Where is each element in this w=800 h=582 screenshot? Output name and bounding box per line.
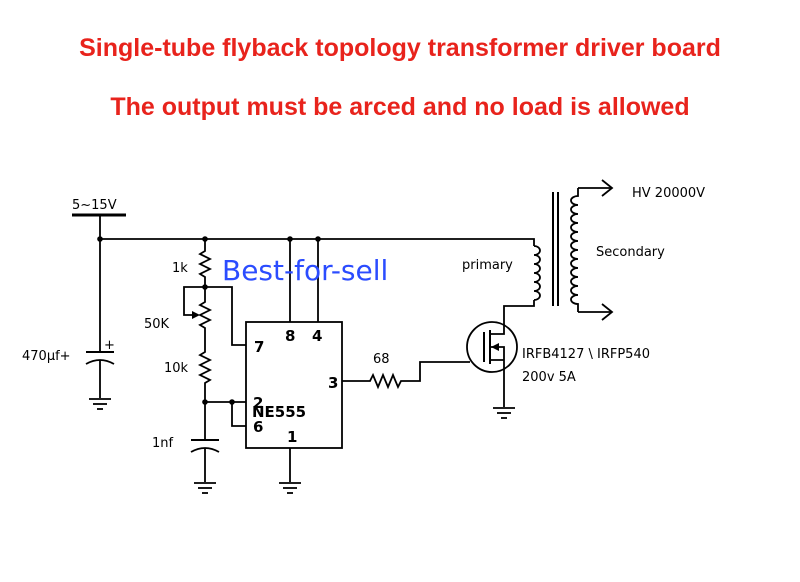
resistor-1k xyxy=(197,239,213,287)
main-cap-plus-label: + xyxy=(104,338,115,353)
pin-7-wire xyxy=(205,286,246,346)
pin-2-6-wire xyxy=(205,401,246,427)
pin-8-label: 8 xyxy=(285,327,295,345)
ground-symbol xyxy=(194,482,216,494)
potentiometer-wire xyxy=(197,287,213,343)
mosfet-drain-wire xyxy=(503,300,535,322)
gate-resistor xyxy=(342,361,470,390)
watermark-text: Best-for-sell xyxy=(222,254,388,287)
hv-output-arrow-icon xyxy=(601,179,614,321)
transformer-primary-coil xyxy=(533,245,541,301)
primary-label: primary xyxy=(462,258,513,273)
resistor-10k xyxy=(197,343,213,402)
ground-symbol xyxy=(279,482,301,494)
potentiometer-label: 50K xyxy=(144,317,170,332)
pin-3-label: 3 xyxy=(328,374,338,392)
mosfet-rating-label: 200v 5A xyxy=(522,370,576,385)
transformer-secondary-coil xyxy=(570,188,579,312)
main-cap-label: 470μf+ xyxy=(22,349,71,364)
ne555-chip xyxy=(245,321,343,449)
timing-cap-label: 1nf xyxy=(152,436,174,451)
mosfet-arrow xyxy=(491,343,499,351)
hv-output-label: HV 20000V xyxy=(632,186,705,201)
pin-4-label: 4 xyxy=(312,327,322,345)
ground-symbol xyxy=(89,398,111,410)
gate-resistor-label: 68 xyxy=(373,352,390,367)
potentiometer-wiper xyxy=(183,286,205,316)
resistor-10k-label: 10k xyxy=(164,361,189,376)
mosfet-symbol xyxy=(466,321,518,373)
warning-subtitle: The output must be arced and no load is … xyxy=(110,93,690,121)
supply-voltage-label: 5~15V xyxy=(72,198,117,213)
pin-6-label: 6 xyxy=(253,418,263,436)
resistor-1k-label: 1k xyxy=(172,261,188,276)
ne555-label: NE555 xyxy=(252,403,306,421)
mosfet-part-label: IRFB4127 \ IRFP540 xyxy=(522,347,650,362)
pin-2-label: 2 xyxy=(253,394,263,412)
potentiometer-arrow xyxy=(192,311,200,319)
secondary-label: Secondary xyxy=(596,245,665,260)
ground-symbol xyxy=(493,407,515,419)
page-title: Single-tube flyback topology transformer… xyxy=(79,34,721,62)
pin-7-label: 7 xyxy=(254,338,264,356)
pin-1-label: 1 xyxy=(287,428,297,446)
hv-output-wire xyxy=(578,187,612,313)
